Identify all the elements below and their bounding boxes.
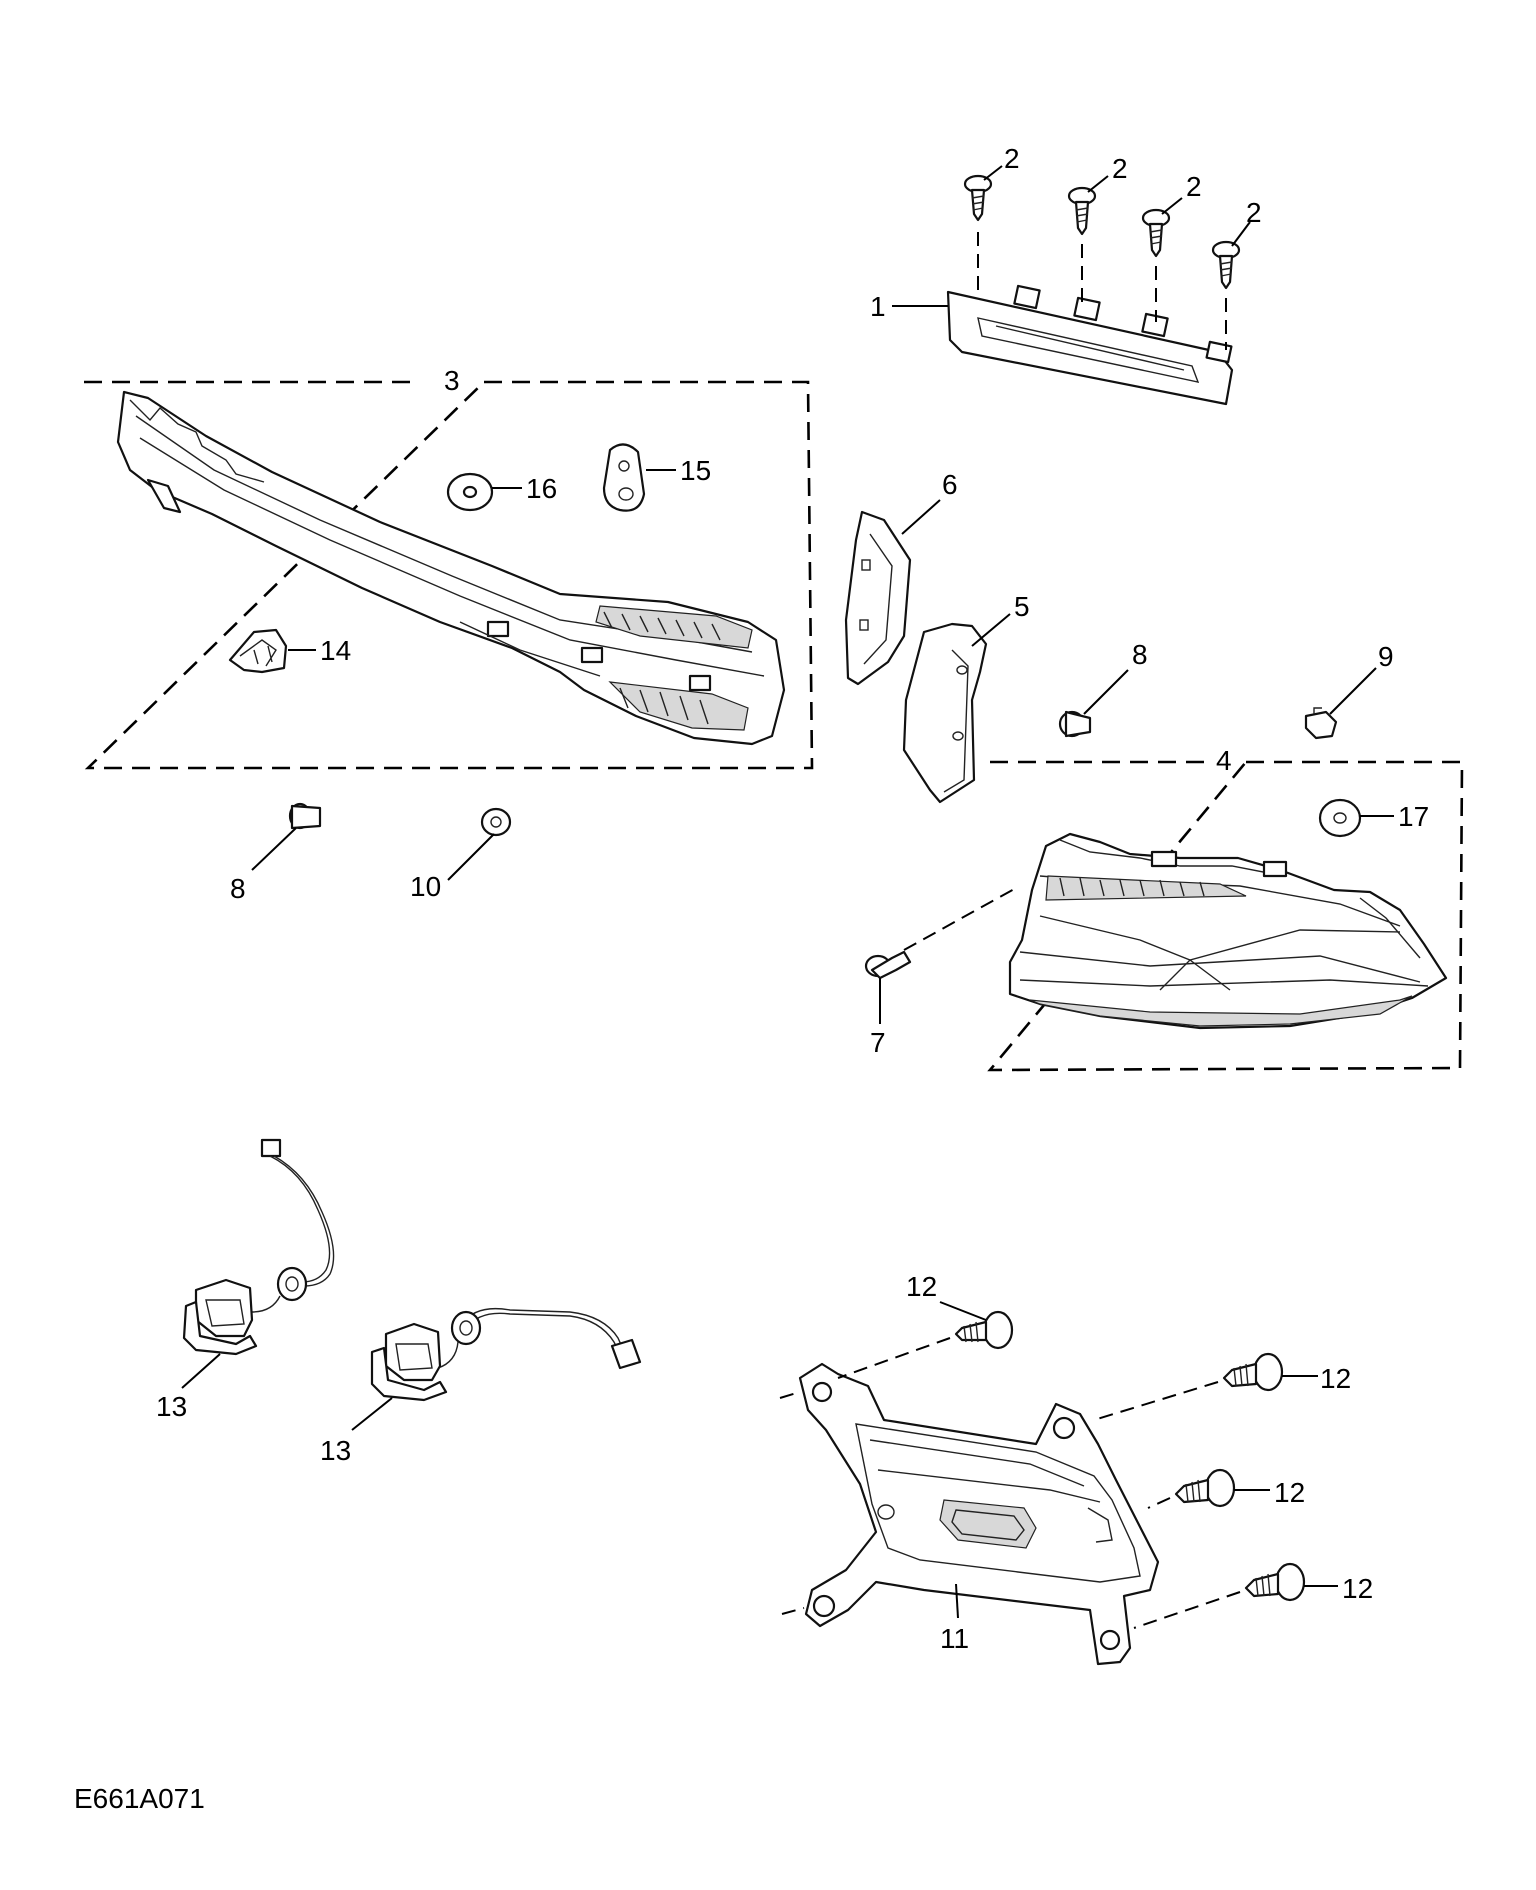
callout-7: 7 [870, 1027, 886, 1058]
callout-11: 11 [940, 1623, 969, 1654]
callout-3: 3 [444, 365, 460, 396]
screw [1222, 1352, 1284, 1392]
callout-4: 4 [1216, 745, 1232, 776]
clip-9 [1304, 667, 1377, 740]
callout-16: 16 [526, 473, 557, 504]
screw [1141, 208, 1171, 258]
callout-12-a: 12 [906, 1271, 937, 1302]
callout-12-c: 12 [1274, 1477, 1305, 1508]
callout-12-b: 12 [1320, 1363, 1351, 1394]
callout-13-right: 13 [320, 1435, 351, 1466]
callout-10: 10 [410, 871, 441, 902]
lamp-assembly-3-box [84, 380, 814, 770]
screw [1244, 1562, 1306, 1602]
trim-5 [902, 613, 1011, 804]
callout-8-lower: 8 [230, 873, 246, 904]
outer-tail-lamp [1008, 832, 1448, 1030]
camera-13-left [181, 1138, 335, 1389]
clip-14 [228, 628, 316, 674]
grommet-10 [447, 807, 512, 881]
bracket-11 [798, 1362, 1160, 1666]
screws-12 [779, 1301, 1338, 1629]
screw [1211, 240, 1241, 290]
callout-8-upper: 8 [1132, 639, 1148, 670]
callouts: 1 2 2 2 2 3 4 5 6 7 8 8 9 10 11 12 12 12… [156, 143, 1429, 1654]
screw [1174, 1468, 1236, 1508]
diagram-code: E661A071 [74, 1783, 205, 1814]
screw [1067, 186, 1097, 236]
grommet-16 [446, 472, 522, 512]
callout-12-d: 12 [1342, 1573, 1373, 1604]
callout-2-c: 2 [1186, 171, 1202, 202]
callout-2-b: 2 [1112, 153, 1128, 184]
retainer-15 [602, 443, 676, 512]
callout-17: 17 [1398, 801, 1429, 832]
push-pin-8-lower [251, 802, 322, 871]
callout-14: 14 [320, 635, 351, 666]
trim-6 [844, 499, 941, 686]
bolt-7 [864, 887, 1017, 1024]
push-pin-8-upper [1058, 669, 1129, 738]
callout-15: 15 [680, 455, 711, 486]
callout-2-d: 2 [1246, 197, 1262, 228]
callout-2-a: 2 [1004, 143, 1020, 174]
callout-9: 9 [1378, 641, 1394, 672]
screw [963, 174, 993, 222]
camera-13-right [351, 1307, 642, 1431]
high-mounted-lamp [946, 284, 1234, 406]
grommet-17 [1318, 798, 1394, 838]
callout-13-left: 13 [156, 1391, 187, 1422]
callout-5: 5 [1014, 591, 1030, 622]
inner-tail-lamp [116, 390, 786, 746]
screw [954, 1310, 1014, 1350]
callout-6: 6 [942, 469, 958, 500]
screws-2 [963, 165, 1251, 350]
callout-1: 1 [870, 291, 886, 322]
